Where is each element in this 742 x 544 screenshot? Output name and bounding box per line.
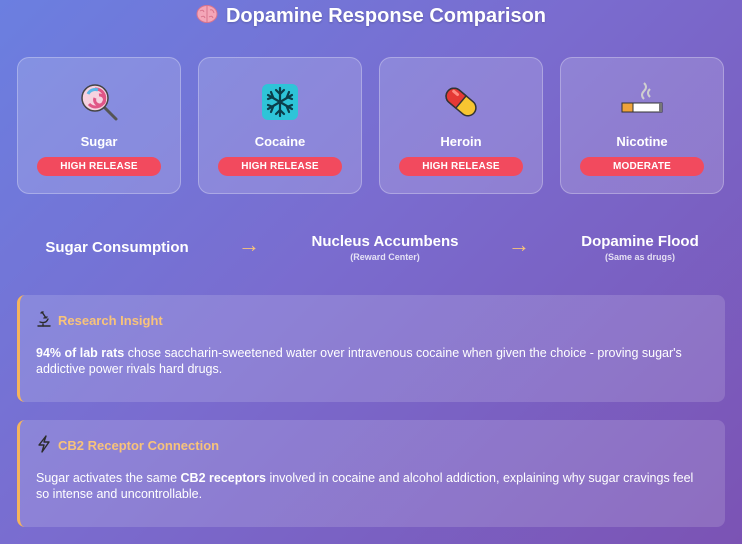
receptor-body-post: involved in cocaine and alcohol addictio… — [36, 471, 694, 501]
snowflake-icon — [258, 80, 302, 124]
insight-highlight: 94% of lab rats — [36, 346, 125, 360]
arrow-right-icon: → — [238, 232, 260, 257]
page-title-text: Dopamine Response Comparison — [225, 4, 547, 27]
flow-step-consumption: Sugar Consumption — [27, 239, 207, 256]
receptor-heading: CB2 Receptor Connection — [36, 435, 709, 456]
process-flow: Sugar Consumption → Nucleus Accumbens (R… — [0, 230, 742, 270]
flow-step-label: Dopamine Flood — [581, 233, 699, 250]
card-name: Heroin — [440, 134, 482, 149]
cigarette-icon — [620, 80, 664, 124]
flow-step-accumbens: Nucleus Accumbens (Reward Center) — [290, 233, 480, 262]
brain-icon — [196, 4, 218, 28]
receptor-text: Sugar activates the same CB2 receptors i… — [36, 470, 709, 502]
lightning-icon — [36, 435, 52, 456]
cb2-receptor-box: CB2 Receptor Connection Sugar activates … — [17, 420, 725, 527]
card-name: Sugar — [80, 134, 118, 149]
flow-step-sublabel: (Same as drugs) — [604, 252, 676, 262]
flow-step-label: Nucleus Accumbens — [311, 233, 459, 250]
lollipop-icon — [77, 80, 121, 124]
receptor-heading-label: CB2 Receptor Connection — [58, 438, 220, 453]
insight-heading: Research Insight — [36, 310, 709, 331]
pill-icon — [439, 80, 483, 124]
substance-cards: Sugar HIGH RELEASE Cocaine HIGH RELEASE — [17, 57, 724, 194]
card-sugar: Sugar HIGH RELEASE — [17, 57, 181, 194]
microscope-icon — [36, 310, 52, 331]
insight-heading-label: Research Insight — [58, 313, 163, 328]
insight-body: chose saccharin-sweetened water over int… — [36, 346, 682, 376]
receptor-body-pre: Sugar activates the same — [36, 471, 181, 485]
card-nicotine: Nicotine MODERATE — [560, 57, 724, 194]
page-title: Dopamine Response Comparison — [0, 4, 742, 28]
insight-text: 94% of lab rats chose saccharin-sweetene… — [36, 345, 709, 377]
flow-step-sublabel: (Reward Center) — [350, 252, 420, 262]
status-badge: HIGH RELEASE — [399, 157, 523, 176]
flow-step-dopamine: Dopamine Flood (Same as drugs) — [555, 233, 725, 262]
card-cocaine: Cocaine HIGH RELEASE — [198, 57, 362, 194]
card-name: Nicotine — [616, 134, 668, 149]
research-insight-box: Research Insight 94% of lab rats chose s… — [17, 295, 725, 402]
flow-step-label: Sugar Consumption — [45, 239, 189, 256]
status-badge: HIGH RELEASE — [218, 157, 342, 176]
receptor-highlight: CB2 receptors — [180, 471, 266, 485]
arrow-right-icon: → — [508, 232, 530, 257]
status-badge: MODERATE — [580, 157, 704, 176]
card-heroin: Heroin HIGH RELEASE — [379, 57, 543, 194]
card-name: Cocaine — [254, 134, 306, 149]
status-badge: HIGH RELEASE — [37, 157, 161, 176]
